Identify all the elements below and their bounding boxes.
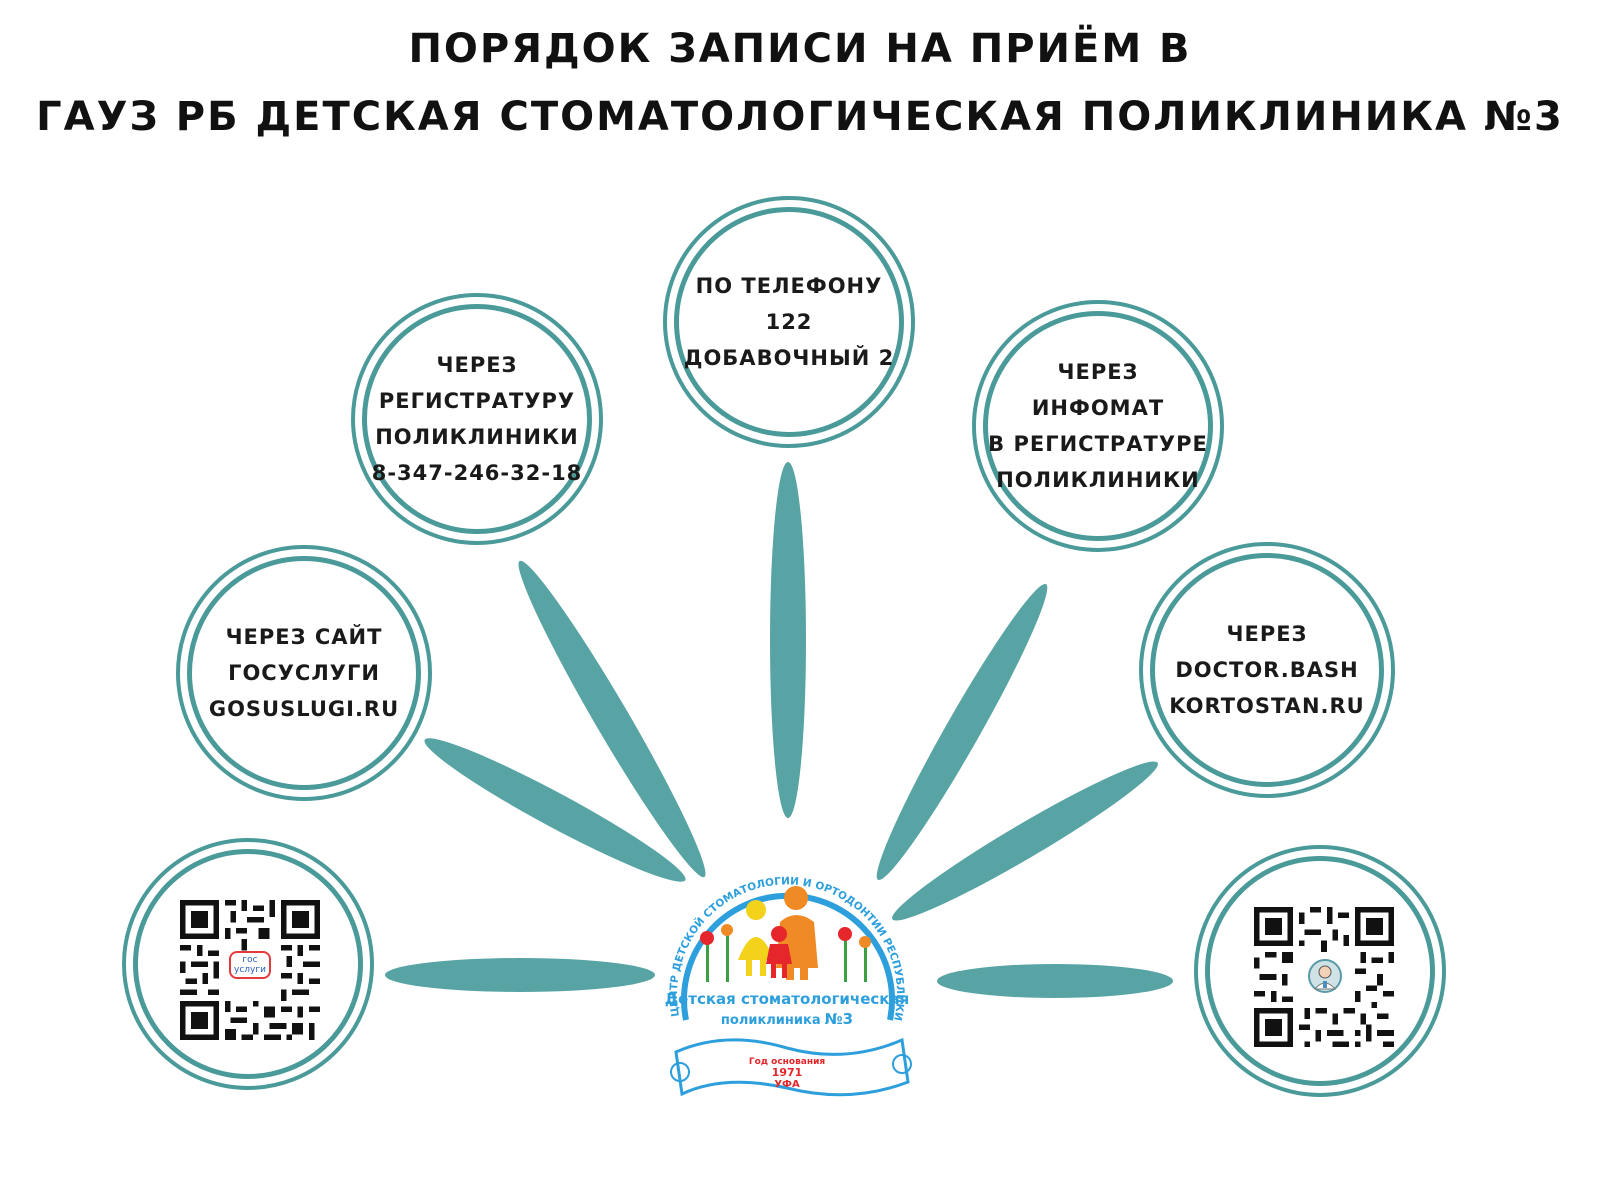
- page-subtitle: ГАУЗ РБ ДЕТСКАЯ СТОМАТОЛОГИЧЕСКАЯ ПОЛИКЛ…: [36, 94, 1564, 140]
- gosuslugi-line-1: ЧЕРЕЗ САЙТ: [225, 625, 383, 649]
- infomat-line-2: ИНФОМАТ: [1031, 396, 1165, 420]
- phone-method-circle: ПО ТЕЛЕФОНУ 122 ДОБАВОЧНЫЙ 2: [663, 196, 915, 448]
- infomat-line-4: ПОЛИКЛИНИКИ: [996, 468, 1200, 492]
- doctor-url-2[interactable]: KORTOSTAN.RU: [1169, 694, 1365, 718]
- family-figures-icon: [738, 886, 818, 980]
- doctor-qr-code[interactable]: [1254, 907, 1394, 1047]
- gos-badge-line-1: гос: [242, 955, 258, 965]
- phone-line-1: ПО ТЕЛЕФОНУ: [695, 274, 883, 298]
- petal-upper-right: [876, 583, 1048, 881]
- gosuslugi-qr-circle: гос услуги: [122, 838, 374, 1090]
- phone-number: 122: [765, 310, 813, 334]
- doctor-url-1[interactable]: DOCTOR.BASH: [1175, 658, 1359, 682]
- doctor-avatar-icon: [1308, 959, 1342, 993]
- doctor-line-1: ЧЕРЕЗ: [1226, 622, 1308, 646]
- phone-extension: ДОБАВОЧНЫЙ 2: [683, 346, 895, 370]
- petal-upper-left: [518, 560, 706, 878]
- page-title: ПОРЯДОК ЗАПИСИ НА ПРИЁМ В: [408, 26, 1192, 72]
- petal-lower-left: [385, 958, 655, 992]
- registry-method-circle: ЧЕРЕЗ РЕГИСТРАТУРУ ПОЛИКЛИНИКИ 8-347-246…: [351, 293, 603, 545]
- petal-lower-right: [937, 964, 1173, 998]
- logo-name-line-1: Детская стоматологическая: [665, 990, 909, 1008]
- infomat-line-3: В РЕГИСТРАТУРЕ: [988, 432, 1208, 456]
- petal-top: [770, 462, 806, 818]
- logo-founded-label: Год основания: [749, 1057, 826, 1067]
- logo-founded-year: 1971: [772, 1066, 803, 1079]
- doctor-qr-circle: [1194, 845, 1446, 1097]
- gosuslugi-url[interactable]: GOSUSLUGI.RU: [208, 697, 400, 721]
- petal-middle-left: [424, 738, 686, 882]
- registry-phone: 8-347-246-32-18: [371, 461, 583, 485]
- flowers-icon: [700, 924, 871, 982]
- petal-middle-right: [892, 761, 1158, 921]
- registry-line-1: ЧЕРЕЗ: [436, 353, 518, 377]
- registry-line-3: ПОЛИКЛИНИКИ: [375, 425, 579, 449]
- infomat-method-circle: ЧЕРЕЗ ИНФОМАТ В РЕГИСТРАТУРЕ ПОЛИКЛИНИКИ: [972, 300, 1224, 552]
- gosuslugi-line-2: ГОСУСЛУГИ: [228, 661, 380, 685]
- doctor-method-circle: ЧЕРЕЗ DOCTOR.BASH KORTOSTAN.RU: [1139, 542, 1395, 798]
- infomat-line-1: ЧЕРЕЗ: [1057, 360, 1139, 384]
- registry-line-2: РЕГИСТРАТУРУ: [378, 389, 576, 413]
- clinic-logo: ЦЕНТР ДЕТСКОЙ СТОМАТОЛОГИИ И ОРТОДОНТИИ …: [640, 833, 928, 1128]
- gos-badge-line-2: услуги: [234, 965, 266, 975]
- gosuslugi-qr-code[interactable]: [180, 900, 320, 1040]
- gosuslugi-method-circle: ЧЕРЕЗ САЙТ ГОСУСЛУГИ GOSUSLUGI.RU: [176, 545, 432, 801]
- gosuslugi-logo-icon: гос услуги: [229, 951, 271, 979]
- logo-city: УФА: [774, 1079, 800, 1090]
